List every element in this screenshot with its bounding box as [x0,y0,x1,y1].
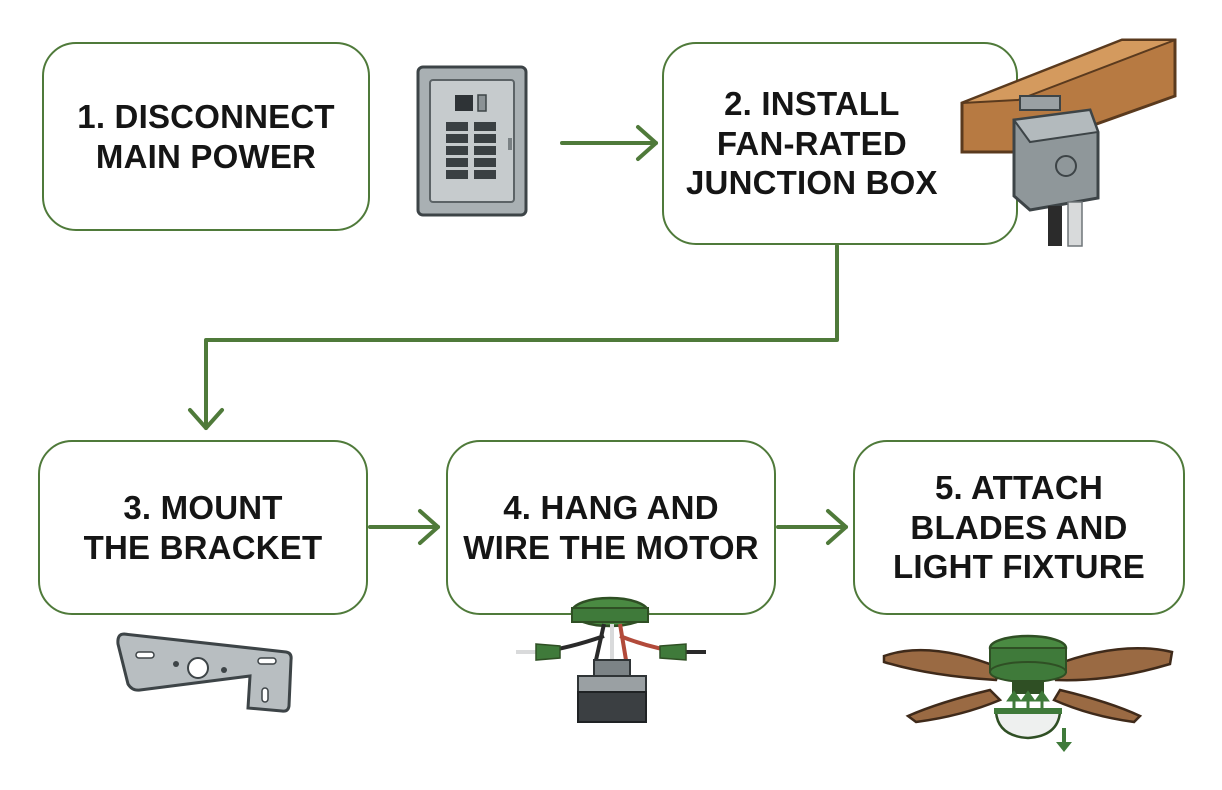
arrow-step3-to-step4 [368,509,440,545]
step-4-label: 4. HANG AND WIRE THE MOTOR [463,488,759,566]
arrow-step1-to-step2 [560,125,658,161]
breaker-panel-icon [416,65,528,217]
step-2-label: 2. INSTALL FAN-RATED JUNCTION BOX [686,85,938,202]
step-5-label: 5. ATTACH BLADES AND LIGHT FIXTURE [893,469,1145,586]
mounting-bracket-icon [116,632,293,713]
step-1-box: 1. DISCONNECT MAIN POWER [42,42,370,231]
step-3-box: 3. MOUNT THE BRACKET [38,440,368,615]
arrow-step4-to-step5 [776,509,848,545]
step-3-label: 3. MOUNT THE BRACKET [83,488,323,566]
arrow-step2-to-step3 [188,244,839,430]
junction-box-icon [960,38,1177,247]
step-2-box: 2. INSTALL FAN-RATED JUNCTION BOX [662,42,1018,245]
step-4-box: 4. HANG AND WIRE THE MOTOR [446,440,776,615]
ceiling-fan-icon [882,634,1174,752]
step-5-box: 5. ATTACH BLADES AND LIGHT FIXTURE [853,440,1185,615]
step-1-label: 1. DISCONNECT MAIN POWER [77,97,335,175]
fan-motor-icon [516,596,706,723]
